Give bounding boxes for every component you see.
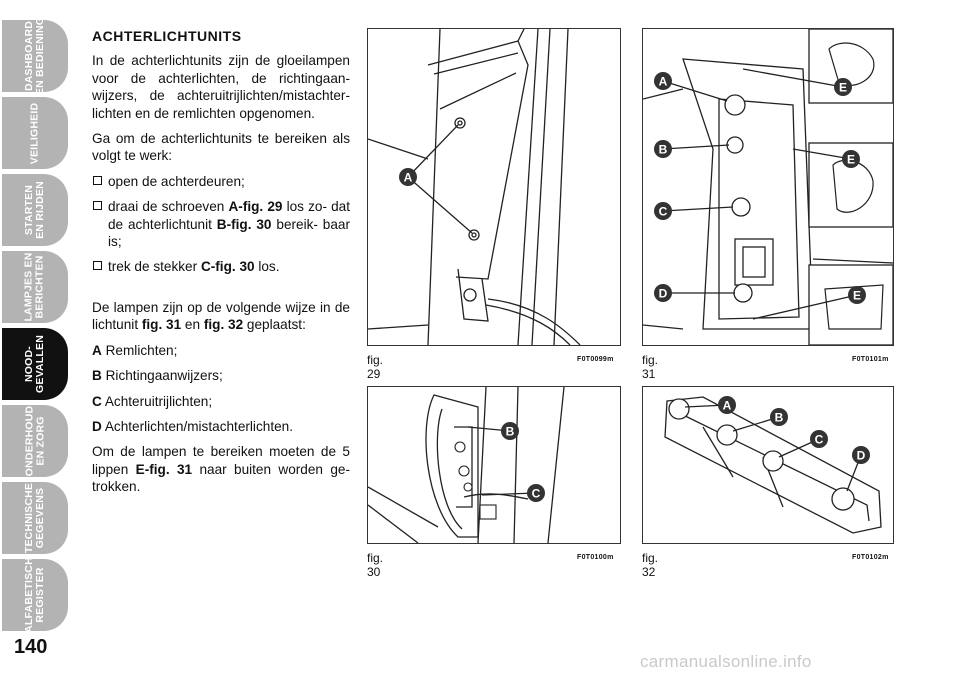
tab-lampjes[interactable]: LAMPJES EN BERICHTEN	[2, 251, 68, 323]
text-column: ACHTERLICHTUNITS In de achterlichtunits …	[92, 28, 350, 504]
access-paragraph: Ga om de achterlichtunits te bereiken al…	[92, 131, 350, 164]
callout-c: C	[815, 433, 824, 447]
figure-31-frame: A B C D E E E	[642, 28, 894, 346]
figure-30-frame: B C	[367, 386, 621, 544]
callout-c: C	[532, 487, 541, 501]
callout-b: B	[506, 425, 515, 439]
remove-paragraph: Om de lampen te bereiken moeten de 5 lip…	[92, 444, 350, 495]
figure-caption: fig. 32	[642, 551, 659, 579]
figure-code: F0T0099m	[577, 356, 614, 363]
legend-item: C Achteruitrijlichten;	[92, 393, 213, 409]
legend-item: A Remlichten;	[92, 342, 178, 358]
callout-d: D	[857, 449, 866, 463]
callout-c: C	[659, 205, 668, 219]
figure-32-frame: A B C D	[642, 386, 894, 544]
figure-caption: fig. 30	[367, 551, 384, 579]
figure-reference: E-fig. 31	[135, 461, 193, 477]
legend-item: D Achterlichten/mistachterlichten.	[92, 418, 293, 434]
callout-b: B	[659, 143, 668, 157]
figure-reference: C-fig. 30	[200, 259, 255, 275]
light-unit-illustration: B C	[368, 387, 565, 543]
section-heading: ACHTERLICHTUNITS	[92, 28, 242, 44]
bulb-holder-illustration: A B C D	[664, 396, 882, 534]
figure-reference: B-fig. 30	[216, 216, 272, 232]
step-item: draai de schroeven A-fig. 29 los zo- dat…	[92, 198, 350, 250]
figure-caption: fig. 31	[642, 353, 659, 381]
callout-a: A	[404, 171, 413, 185]
tab-register[interactable]: ALFABETISCH REGISTER	[2, 557, 68, 633]
callout-e: E	[839, 81, 847, 95]
tab-noodgevallen[interactable]: NOOD- GEVALLEN	[2, 328, 68, 400]
figure-reference: fig. 32	[203, 317, 244, 333]
callout-a: A	[723, 399, 732, 413]
figure-reference: fig. 31	[141, 317, 182, 333]
tab-onderhoud[interactable]: ONDERHOUD EN ZORG	[2, 405, 68, 477]
tab-dashboard[interactable]: DASHBOARD EN BEDIENING	[2, 17, 68, 95]
figure-29-frame: A	[367, 28, 621, 346]
step-item: trek de stekker C-fig. 30 los.	[92, 258, 350, 275]
callout-e: E	[847, 153, 855, 167]
figure-reference: A-fig. 29	[228, 199, 283, 215]
callout-e: E	[853, 289, 861, 303]
screw-icons	[454, 117, 480, 302]
figure-code: F0T0101m	[852, 356, 889, 363]
tab-veiligheid[interactable]: VEILIGHEID	[2, 97, 68, 169]
rear-door-illustration: A	[368, 29, 581, 345]
callout-b: B	[775, 411, 784, 425]
tab-starten[interactable]: STARTEN EN RIJDEN	[2, 174, 68, 246]
figure-code: F0T0102m	[852, 554, 889, 561]
callout-a: A	[659, 75, 668, 89]
tab-technische[interactable]: TECHNISCHE GEGEVENS	[2, 482, 68, 554]
figure-code: F0T0100m	[577, 554, 614, 561]
bulb-icons	[668, 398, 855, 511]
page-number: 140	[14, 636, 48, 658]
step-item: open de achterdeuren;	[92, 173, 350, 190]
intro-paragraph: In de achterlichtunits zijn de gloeilamp…	[92, 53, 350, 121]
callout-d: D	[659, 287, 668, 301]
watermark: carmanualsonline.info	[640, 652, 812, 671]
step-list: open de achterdeuren; draai de schroeven…	[92, 173, 350, 276]
legend-item: B Richtingaanwijzers;	[92, 368, 223, 384]
lamp-holder-illustration: A B C D E E E	[643, 29, 893, 345]
lamps-paragraph: De lampen zijn op de volgende wijze in d…	[92, 299, 350, 333]
figure-caption: fig. 29	[367, 353, 384, 381]
